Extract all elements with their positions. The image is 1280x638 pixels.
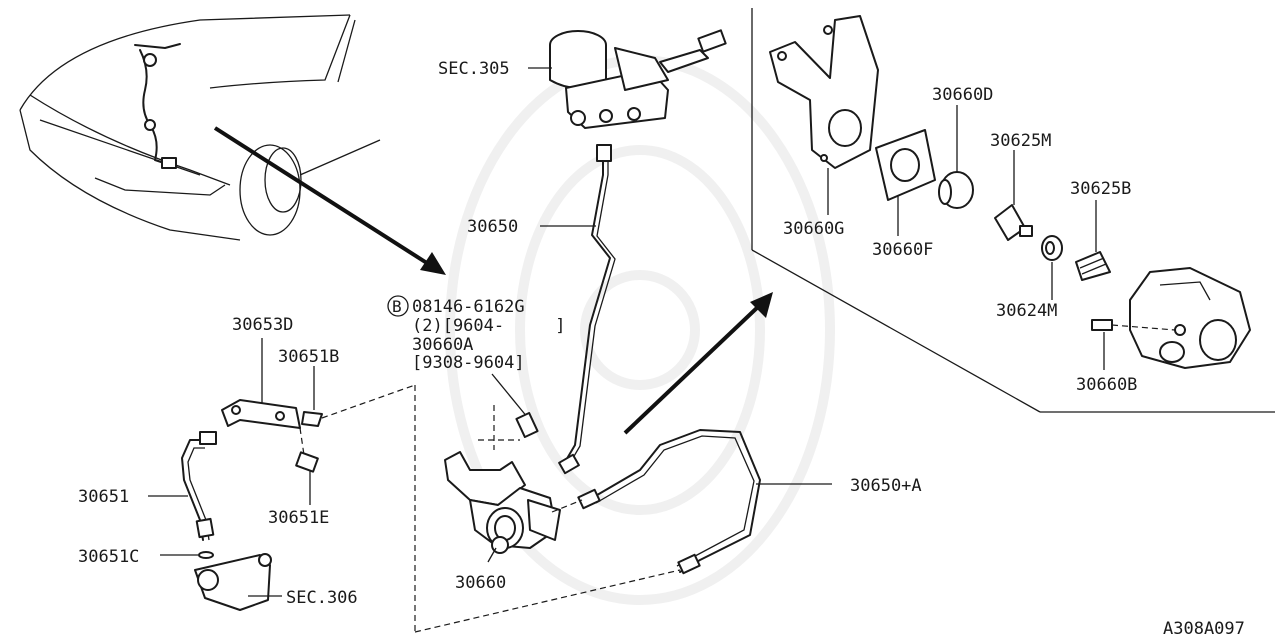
clutch-hose-30651 <box>181 431 217 541</box>
seal-30660D <box>938 171 974 209</box>
part-label-30651C: 30651C <box>78 547 139 567</box>
bolt-30651E <box>295 427 319 473</box>
clutch-tube-30650A <box>551 429 761 575</box>
cylinder-body-detail <box>1129 267 1251 369</box>
washer-30651C <box>198 551 214 559</box>
section-ref-305: SEC.305 <box>438 59 510 79</box>
part-label-30625M: 30625M <box>990 131 1051 151</box>
part-label-30651B: 30651B <box>278 347 339 367</box>
direction-arrow-assembly-to-detail <box>623 292 773 435</box>
clutch-operating-cylinder <box>444 405 561 554</box>
vehicle-front-outline <box>19 14 381 241</box>
bleeder-30660B <box>1091 319 1176 331</box>
bolt-alt-date-range: [9308-9604] <box>412 353 525 373</box>
dashed-group-link <box>321 384 681 633</box>
bolt-alt-part-number: 30660A <box>412 335 473 355</box>
bolt-symbol-letter: B <box>392 297 402 316</box>
bolt-symbol-circle <box>387 295 409 317</box>
bolt-callout: B 08146-6162G (2)[9604- ] 30660A [9308-9… <box>387 295 566 419</box>
boot-30625B <box>1075 251 1111 281</box>
part-label-30624M: 30624M <box>996 301 1057 321</box>
part-label-30653D: 30653D <box>232 315 293 335</box>
part-label-30660: 30660 <box>455 573 506 593</box>
clip-30651B <box>301 411 323 427</box>
section-ref-306: SEC.306 <box>286 588 358 608</box>
piston-30625M <box>994 204 1033 241</box>
leader-30660 <box>487 547 497 563</box>
diagram-id: A308A097 <box>1163 619 1245 638</box>
clutch-master-cylinder <box>549 29 727 129</box>
ring-30624M <box>1041 235 1063 261</box>
part-label-30651E: 30651E <box>268 508 329 528</box>
bolt-part-number: 08146-6162G <box>412 297 525 317</box>
detail-panel-border <box>751 8 1275 413</box>
slave-cylinder-sec306 <box>194 553 272 611</box>
clutch-tube-30650 <box>558 144 616 475</box>
bracket-30660G <box>769 15 879 169</box>
part-label-30660D: 30660D <box>932 85 993 105</box>
bracket-30653D <box>221 399 301 429</box>
part-label-30660G: 30660G <box>783 219 844 239</box>
direction-arrow-car-to-assembly <box>213 126 446 275</box>
gasket-30660F <box>875 129 936 201</box>
part-label-30625B: 30625B <box>1070 179 1131 199</box>
part-label-30651: 30651 <box>78 487 129 507</box>
part-label-30650A: 30650+A <box>850 476 922 496</box>
part-label-30660F: 30660F <box>872 240 933 260</box>
part-label-30650: 30650 <box>467 217 518 237</box>
part-label-30660B: 30660B <box>1076 375 1137 395</box>
bolt-qty-date-range: (2)[9604- ] <box>412 316 566 336</box>
